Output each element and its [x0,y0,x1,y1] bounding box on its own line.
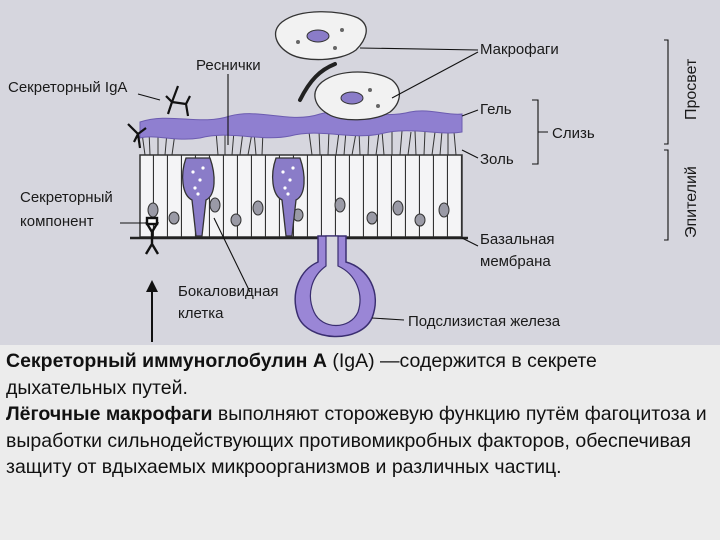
caption-paragraph-iga: Секреторный иммуноглобулин А (IgA) —соде… [6,348,712,401]
label-basal-membrane-2: мембрана [480,253,551,270]
label-goblet-cell-2: клетка [178,305,224,322]
caption-iga-term: Секреторный иммуноглобулин А [6,350,327,372]
label-macrophages: Макрофаги [480,41,559,58]
caption-panel: Секреторный иммуноглобулин А (IgA) —соде… [0,345,720,540]
label-cilia: Реснички [196,57,261,74]
label-gel: Гель [480,101,512,118]
caption-macrophages-term: Лёгочные макрофаги [6,403,212,425]
label-submucosal-gland: Подслизистая железа [408,313,561,330]
caption-paragraph-macrophages: Лёгочные макрофаги выполняют сторожевую … [6,401,712,481]
submucosal-gland [295,236,375,337]
label-secretory-iga: Секреторный IgA [8,79,127,96]
label-basal-membrane-1: Базальная [480,231,555,248]
label-secretory-component-2: компонент [20,213,94,230]
label-epithelium: Эпителий [683,166,700,238]
label-secretory-component-1: Секреторный [20,189,113,206]
label-lumen: Просвет [683,58,700,120]
label-sol: Золь [480,151,514,168]
macrophage-icon [276,12,367,60]
epithelium-layer [140,131,462,237]
transport-arrow-icon [146,280,158,342]
label-goblet-cell-1: Бокаловидная [178,283,279,300]
diagram-svg: Макрофаги Реснички Секреторный IgA Гель … [0,0,720,345]
airway-mucosa-diagram: Макрофаги Реснички Секреторный IgA Гель … [0,0,720,345]
macrophage-icon [300,64,399,120]
label-mucus: Слизь [552,125,595,142]
